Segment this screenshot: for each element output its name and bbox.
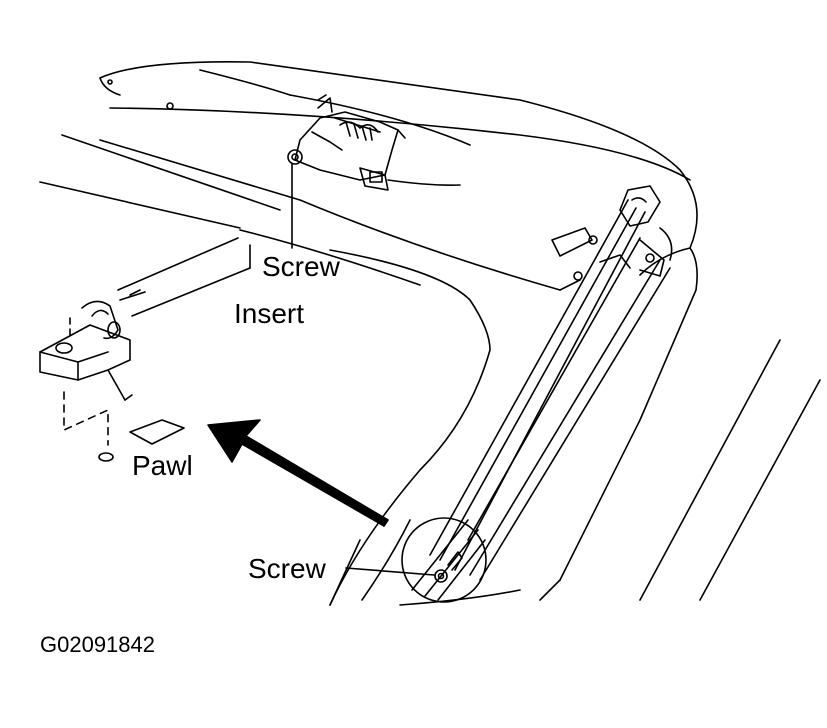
insert-label: Insert [234,298,305,329]
pawl-part [129,419,185,445]
side-mechanism [429,185,698,601]
pawl-label: Pawl [132,450,193,481]
insert-block [39,300,133,462]
guide-rail [117,237,251,317]
screw-bottom-label: Screw [248,553,326,584]
roof-frame [39,61,698,606]
lower-frame [329,339,821,606]
screw-top-label: Screw [262,251,340,282]
detail-circle [401,517,487,603]
figure-code: G02091842 [40,632,155,657]
direction-arrow [207,419,389,527]
latch-mechanism [287,94,461,191]
screw-bottom-leader [345,567,435,576]
